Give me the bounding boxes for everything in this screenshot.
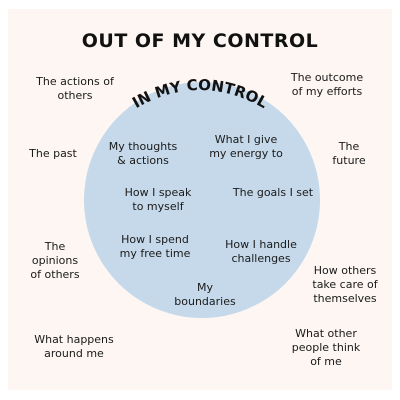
outside-item-outcome-of-efforts: The outcome of my efforts	[290, 71, 364, 98]
inner-title: IN MY CONTROL	[129, 76, 271, 112]
outside-item-actions-of-others: The actions of others	[36, 75, 114, 102]
inside-item-self-talk: How I speak to myself	[124, 186, 192, 213]
inside-item-energy: What I give my energy to	[209, 133, 283, 160]
inside-item-challenges: How I handle challenges	[225, 238, 297, 265]
outside-item-future: The future	[332, 140, 366, 167]
outside-item-how-others-care: How others take care of themselves	[312, 264, 378, 305]
outside-item-what-happens: What happens around me	[34, 333, 114, 360]
outside-item-past: The past	[29, 147, 77, 160]
control-circle	[84, 82, 320, 318]
poster-title: OUT OF MY CONTROL	[81, 30, 319, 52]
inside-item-thoughts: My thoughts & actions	[108, 140, 178, 167]
inside-item-goals: The goals I set	[232, 186, 314, 199]
inside-item-boundaries: My boundaries	[174, 281, 236, 308]
outside-item-what-others-think: What other people think of me	[291, 327, 361, 368]
inside-item-free-time: How I spend my free time	[119, 233, 191, 260]
outside-item-opinions-of-others: The opinions of others	[30, 240, 80, 281]
